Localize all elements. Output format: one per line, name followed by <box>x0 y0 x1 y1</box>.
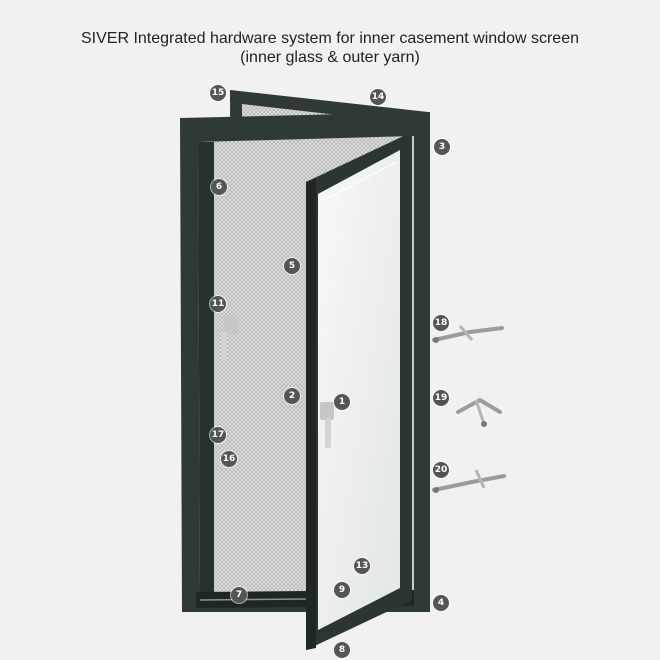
callout-20: 20 <box>433 462 449 478</box>
callout-13: 13 <box>354 558 370 574</box>
hinge-part-19 <box>456 397 502 427</box>
callout-7: 7 <box>231 587 247 603</box>
callout-8: 8 <box>334 642 350 658</box>
callout-19: 19 <box>433 390 449 406</box>
callout-6: 6 <box>211 179 227 195</box>
page-subtitle: (inner glass & outer yarn) <box>240 49 420 66</box>
hinge-part-18 <box>432 325 504 343</box>
callout-3: 3 <box>434 139 450 155</box>
callout-2: 2 <box>284 388 300 404</box>
callout-16: 17 <box>210 427 226 443</box>
callout-9: 9 <box>334 582 350 598</box>
sash-handle-left <box>221 316 238 362</box>
page-title: SIVER Integrated hardware system for inn… <box>80 30 579 47</box>
callout-17: 15 <box>210 85 226 101</box>
callout-15: 16 <box>221 451 237 467</box>
sash-handle-right <box>320 402 334 448</box>
callout-1: 1 <box>334 394 350 410</box>
callout-14: 14 <box>370 89 386 105</box>
hinge-part-20 <box>432 469 506 493</box>
callout-5: 5 <box>284 258 300 274</box>
callout-4: 4 <box>433 595 449 611</box>
callout-11: 11 <box>210 296 226 312</box>
glass-sash <box>306 132 412 650</box>
callout-18: 18 <box>433 315 449 331</box>
